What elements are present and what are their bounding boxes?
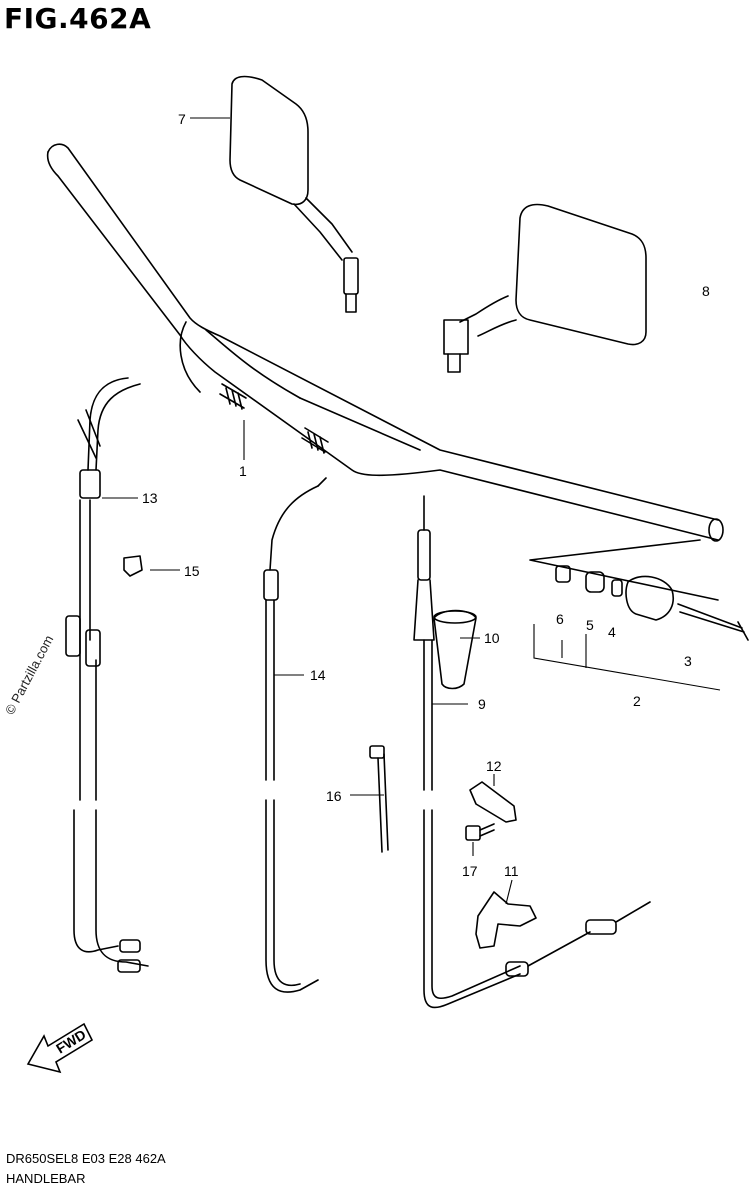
callout-1: 1 (239, 463, 247, 479)
callout-8: 8 (702, 283, 710, 299)
handlebar-part[interactable] (46, 143, 724, 542)
cable-tie-part[interactable] (369, 745, 389, 853)
cable-9-part[interactable] (413, 495, 651, 1009)
figure-title: FIG.462A (4, 2, 152, 35)
callout-11: 11 (504, 863, 519, 879)
bracket-12-part[interactable] (469, 781, 517, 823)
callout-2: 2 (633, 693, 641, 709)
callout-12: 12 (486, 758, 502, 774)
callout-3: 3 (684, 653, 692, 669)
cable-14-part[interactable] (263, 477, 327, 993)
mirror-right-part[interactable] (443, 203, 647, 373)
mirror-left-part[interactable] (229, 75, 359, 313)
callout-7: 7 (178, 111, 186, 127)
callout-13: 13 (142, 490, 158, 506)
clip-part[interactable] (123, 555, 143, 577)
model-code: DR650SEL8 E03 E28 462A (6, 1151, 166, 1166)
fwd-arrow (26, 1022, 94, 1074)
callout-9: 9 (478, 696, 486, 712)
callout-10: 10 (484, 630, 500, 646)
callout-6: 6 (556, 611, 564, 627)
bar-end-parts[interactable] (529, 539, 749, 691)
bolt-17-part[interactable] (465, 823, 495, 841)
callout-16: 16 (326, 788, 342, 804)
callout-14: 14 (310, 667, 326, 683)
callout-4: 4 (608, 624, 616, 640)
section-name: HANDLEBAR (6, 1171, 86, 1186)
callout-5: 5 (586, 617, 594, 633)
grip-part[interactable] (433, 609, 477, 690)
bracket-11-part[interactable] (475, 891, 537, 949)
callout-15: 15 (184, 563, 200, 579)
throttle-cable-part[interactable] (65, 377, 149, 973)
callout-17: 17 (462, 863, 478, 879)
